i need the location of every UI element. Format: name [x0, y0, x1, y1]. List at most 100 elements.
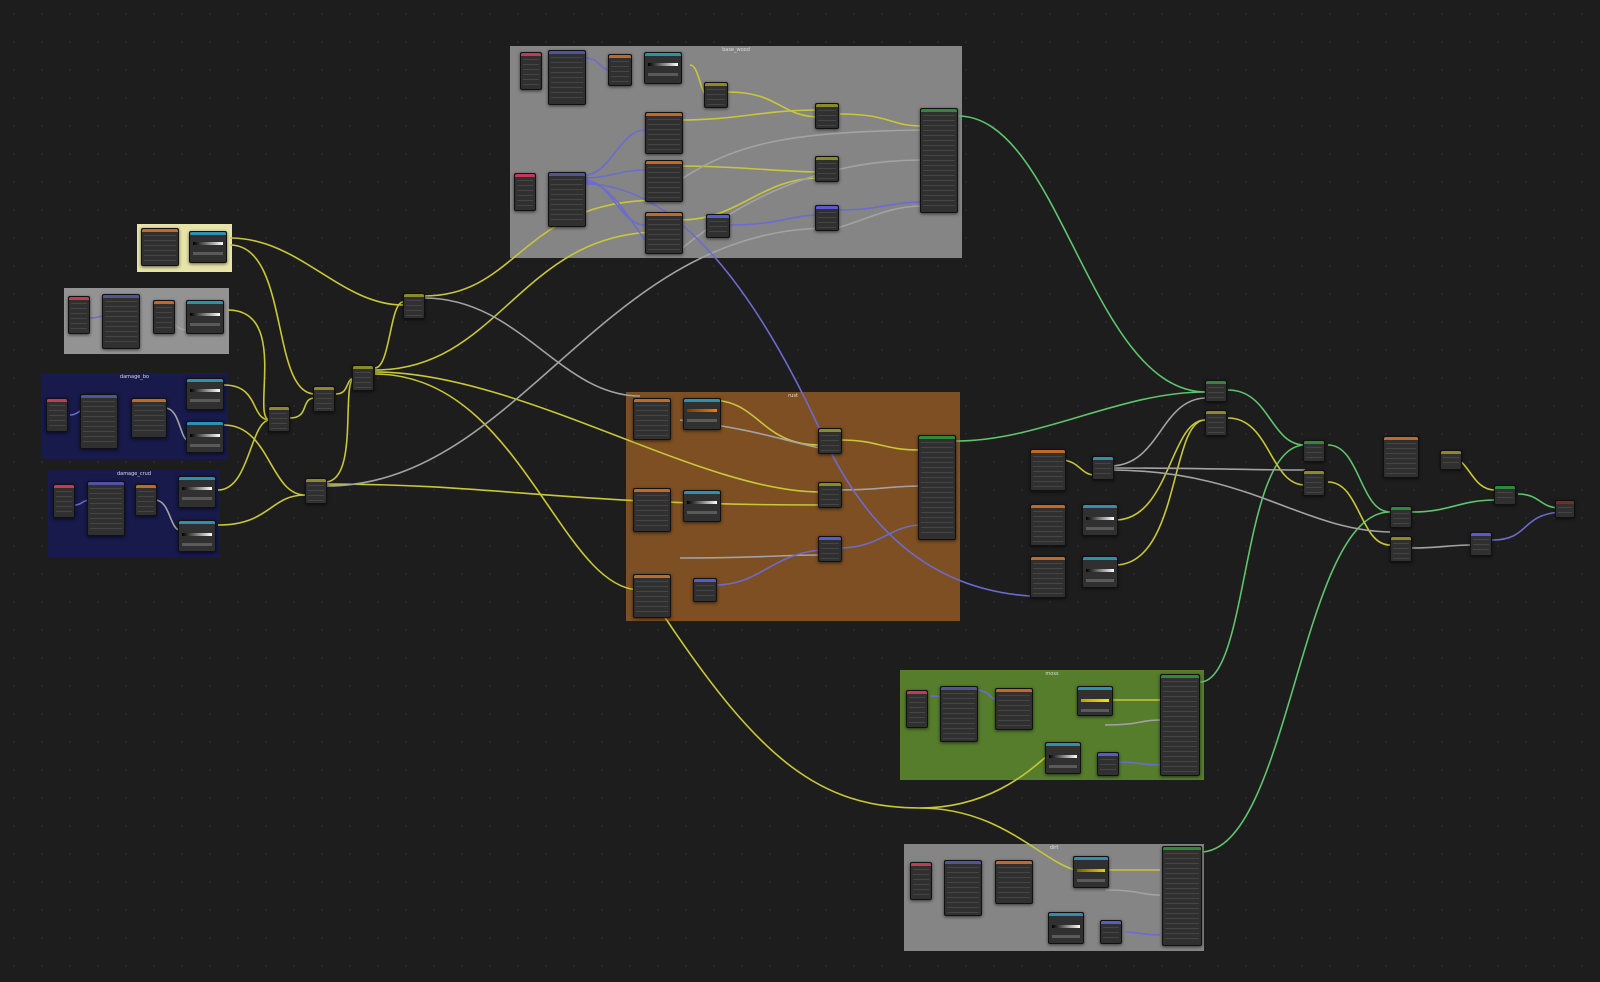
link-yellow [227, 309, 271, 421]
mapping-node[interactable] [944, 860, 982, 916]
noise-texture-node[interactable] [131, 398, 167, 438]
mix-shader-node[interactable] [1205, 380, 1227, 402]
mix-rgb-node[interactable] [815, 103, 839, 129]
link-yellow [1227, 417, 1306, 486]
color-ramp-node[interactable] [186, 378, 224, 410]
noise-texture-node[interactable] [135, 484, 157, 516]
mapping-node[interactable] [548, 172, 586, 227]
voronoi-texture-node[interactable] [645, 160, 683, 202]
principled-bsdf-node[interactable] [1160, 674, 1200, 776]
normal-map-node[interactable] [818, 536, 842, 562]
normal-map-node[interactable] [815, 205, 839, 231]
displacement-node[interactable] [1470, 532, 1492, 556]
noise-texture-node[interactable] [1383, 436, 1419, 478]
texture-coordinate-node[interactable] [520, 52, 542, 90]
color-ramp-node[interactable] [178, 520, 216, 552]
link-yellow [374, 301, 404, 369]
mapping-node[interactable] [940, 686, 978, 742]
noise-texture-node[interactable] [608, 54, 632, 86]
color-ramp-node[interactable] [186, 421, 224, 453]
noise-texture-node[interactable] [633, 488, 671, 532]
material-output-node[interactable] [1555, 500, 1575, 518]
mix-rgb-node[interactable] [815, 156, 839, 182]
link-yellow [1327, 481, 1391, 546]
mix-shader-node[interactable] [1303, 440, 1325, 462]
mapping-node[interactable] [87, 481, 125, 536]
link-green [1199, 511, 1391, 853]
color-ramp-node[interactable] [1073, 856, 1109, 888]
color-ramp-node[interactable] [1082, 556, 1118, 588]
link-yellow [229, 244, 316, 395]
noise-texture-node[interactable] [1030, 504, 1066, 546]
link-yellow [223, 384, 271, 421]
mix-rgb-node[interactable] [818, 428, 842, 454]
mix-shader-node[interactable] [1494, 485, 1516, 505]
texture-coordinate-node[interactable] [53, 484, 75, 518]
texture-coordinate-node[interactable] [46, 398, 68, 432]
frame-label: rust [788, 393, 798, 399]
math-node[interactable] [1303, 470, 1325, 496]
math-node[interactable] [305, 478, 327, 504]
link-yellow [1114, 419, 1206, 521]
link-green [1411, 499, 1496, 513]
principled-bsdf-node[interactable] [920, 108, 958, 213]
color-ramp-node[interactable] [1048, 912, 1084, 944]
math-node[interactable] [1205, 410, 1227, 436]
link-grey [1411, 544, 1471, 549]
texture-coordinate-node[interactable] [906, 690, 928, 728]
color-ramp-node[interactable] [186, 300, 224, 334]
link-green [1327, 444, 1391, 513]
principled-bsdf-node[interactable] [1162, 846, 1202, 946]
math-node[interactable] [268, 406, 290, 432]
math-node[interactable] [403, 293, 425, 319]
musgrave-texture-node[interactable] [645, 112, 683, 154]
math-node[interactable] [1092, 456, 1114, 480]
frame-label: base_wood [722, 47, 750, 53]
texture-coordinate-node[interactable] [68, 296, 90, 334]
link-yellow [1114, 419, 1206, 566]
math-node[interactable] [313, 386, 335, 412]
noise-texture-node[interactable] [633, 574, 671, 618]
math-node[interactable] [1440, 450, 1462, 470]
link-yellow [229, 237, 404, 306]
link-yellow [223, 424, 306, 496]
link-yellow [374, 373, 641, 591]
math-node[interactable] [704, 82, 728, 108]
principled-bsdf-node[interactable] [918, 435, 956, 540]
link-green [955, 391, 1206, 442]
link-grey [1109, 397, 1206, 467]
noise-texture-node[interactable] [995, 860, 1033, 904]
texture-coordinate-node[interactable] [910, 862, 932, 900]
frame-rust[interactable]: rust [626, 392, 960, 621]
bump-node[interactable] [1100, 920, 1122, 944]
wave-texture-node[interactable] [645, 212, 683, 254]
math-node[interactable] [1390, 536, 1412, 562]
noise-texture-node[interactable] [141, 228, 179, 266]
noise-texture-node[interactable] [153, 300, 175, 334]
mapping-node[interactable] [102, 294, 140, 349]
mix-rgb-node[interactable] [818, 482, 842, 508]
color-ramp-node[interactable] [1077, 686, 1113, 716]
math-node[interactable] [352, 365, 374, 391]
color-ramp-node[interactable] [683, 490, 721, 522]
link-blue [1491, 511, 1561, 541]
color-ramp-node[interactable] [644, 52, 682, 84]
noise-texture-node[interactable] [1030, 556, 1066, 598]
color-ramp-node[interactable] [1082, 504, 1118, 536]
noise-texture-node[interactable] [1030, 449, 1066, 491]
mix-shader-node[interactable] [1390, 506, 1412, 528]
noise-texture-node[interactable] [633, 398, 671, 440]
color-ramp-node[interactable] [683, 398, 721, 430]
bump-node[interactable] [1097, 752, 1119, 776]
link-grey [1109, 469, 1391, 533]
noise-texture-node[interactable] [995, 688, 1033, 730]
texture-coordinate-node[interactable] [514, 173, 536, 211]
link-grey [423, 297, 641, 397]
color-ramp-node[interactable] [178, 476, 216, 508]
mapping-node[interactable] [80, 394, 118, 449]
color-ramp-node[interactable] [189, 231, 227, 263]
bump-node[interactable] [693, 578, 717, 602]
mapping-node[interactable] [548, 50, 586, 105]
bump-node[interactable] [706, 214, 730, 238]
color-ramp-node[interactable] [1045, 742, 1081, 774]
